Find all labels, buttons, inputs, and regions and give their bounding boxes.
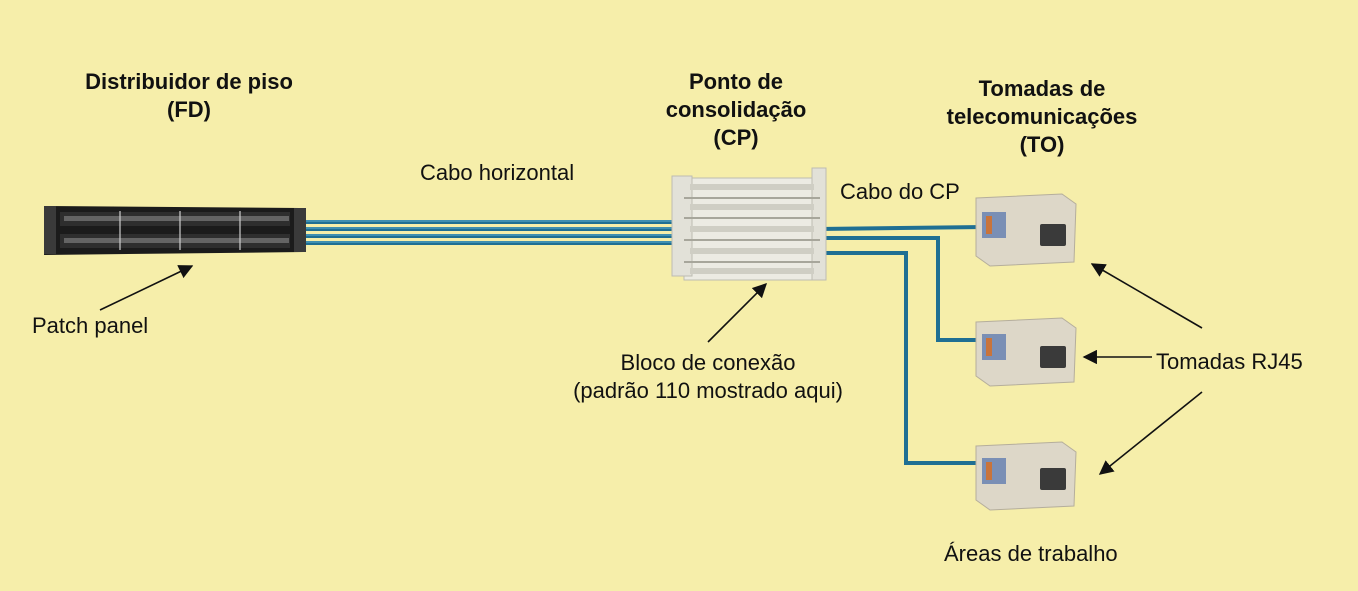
rj45-arrow-top <box>1090 263 1203 329</box>
cp-title: Ponto de consolidação (CP) <box>665 69 807 150</box>
cp-cable-bundle <box>817 225 986 465</box>
rj45-jack <box>975 317 1077 387</box>
patch-panel-label: Patch panel <box>32 313 149 338</box>
cp-cable-label: Cabo do CP <box>840 179 960 204</box>
connection-block-arrow <box>707 282 768 343</box>
rj45-jack <box>975 193 1077 267</box>
rj45-outlets-label: Tomadas RJ45 <box>1156 349 1303 374</box>
rj45-jack <box>975 441 1077 511</box>
to-title: Tomadas de telecomunicações (TO) <box>946 76 1138 157</box>
patch-panel <box>44 206 306 255</box>
rj45-arrow-bottom <box>1098 391 1203 475</box>
horizontal-cable-bundle <box>305 220 688 245</box>
patch-panel-arrow <box>99 265 194 311</box>
horizontal-cable-label: Cabo horizontal <box>420 160 575 185</box>
connection-block <box>671 167 827 281</box>
work-areas-label: Áreas de trabalho <box>944 541 1118 566</box>
connection-block-label: Bloco de conexão (padrão 110 mostrado aq… <box>573 350 843 403</box>
fd-title: Distribuidor de piso (FD) <box>85 69 293 122</box>
